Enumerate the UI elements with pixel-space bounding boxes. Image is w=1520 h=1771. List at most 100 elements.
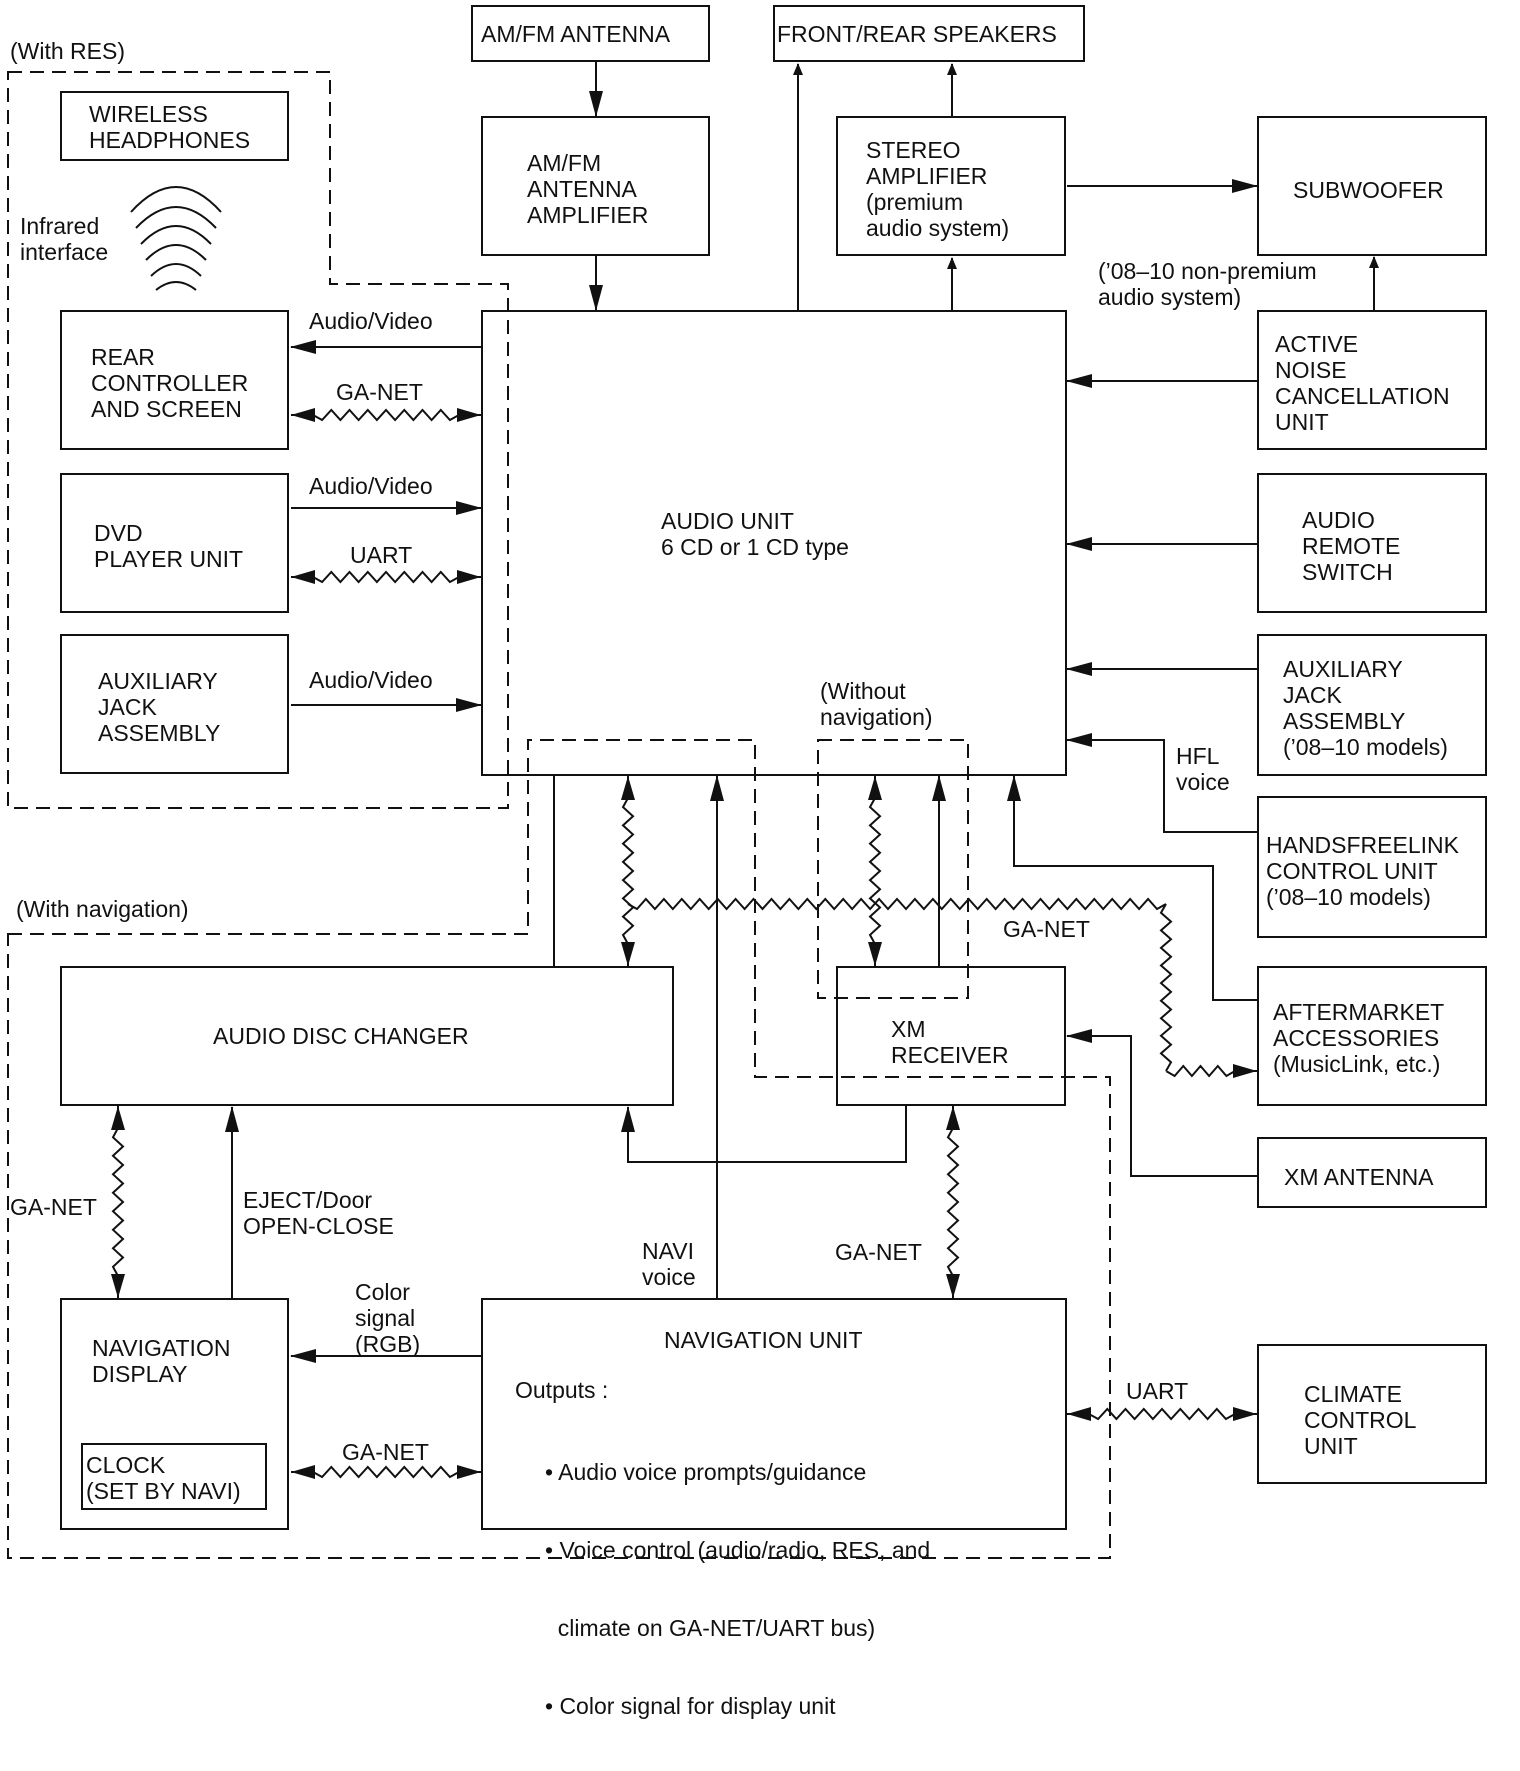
bus-arrowhead [457,1465,481,1479]
bus-arrowhead [1067,1407,1091,1421]
navigation-display-box: NAVIGATION DISPLAY CLOCK (SET BY NAVI) [60,1298,289,1530]
navi-voice-label: NAVI voice [642,1238,696,1290]
subwoofer-box: SUBWOOFER [1257,116,1487,256]
audio-remote-switch-box: AUDIO REMOTE SWITCH [1257,473,1487,613]
bus-arrowhead [946,1274,960,1298]
eject-door-label: EJECT/Door OPEN-CLOSE [243,1187,394,1239]
bus-arrowhead [868,942,882,966]
bus-arrowhead [621,942,635,966]
ganet-main-bus [627,897,1257,1078]
uart-climate-bus [1067,1407,1257,1421]
dvd-player-label: DVD PLAYER UNIT [94,520,244,572]
ganet-xm-label: GA-NET [835,1239,922,1265]
xm-receiver-label: XM RECEIVER [891,1016,1009,1068]
audio-video-dvd-label: Audio/Video [309,473,433,499]
am-fm-antenna-box: AM/FM ANTENNA [471,5,710,62]
bus-arrowhead [621,776,635,800]
navigation-output-item: climate on GA-NET/UART bus) [545,1615,876,1641]
front-rear-speakers-box: FRONT/REAR SPEAKERS [773,5,1085,62]
audio-disc-changer-box: AUDIO DISC CHANGER [60,966,674,1106]
aux-jack-left-box: AUXILIARY JACK ASSEMBLY [60,634,289,774]
bus-arrowhead [946,1106,960,1130]
active-noise-cancellation-box: ACTIVE NOISE CANCELLATION UNIT [1257,310,1487,450]
am-fm-antenna-amplifier-box: AM/FM ANTENNA AMPLIFIER [481,116,710,256]
wireless-headphones-label: WIRELESS HEADPHONES [89,101,251,153]
audio-disc-changer-label: AUDIO DISC CHANGER [213,1023,469,1049]
ganet-changer-display-bus [111,1106,125,1298]
navigation-output-item: • Audio voice prompts/guidance [545,1459,867,1485]
ganet-rear-label: GA-NET [336,379,423,405]
xm-antenna-label: XM ANTENNA [1284,1164,1434,1190]
bus-arrowhead [1233,1407,1257,1421]
aftermarket-accessories-box: AFTERMARKET ACCESSORIES (MusicLink, etc.… [1257,966,1487,1106]
bus-arrowhead [111,1274,125,1298]
ganet-changer-label: GA-NET [10,1194,97,1220]
handsfreelink-label: HANDSFREELINK CONTROL UNIT (’08–10 model… [1266,832,1459,910]
navigation-output-item: • Color signal for display unit [545,1693,836,1719]
uart-dvd-label: UART [350,542,413,568]
ganet-changer-to-audio-bus [621,776,635,966]
handsfreelink-box: HANDSFREELINK CONTROL UNIT (’08–10 model… [1257,796,1487,938]
navigation-unit-box: NAVIGATION UNIT Outputs : • Audio voice … [481,1298,1067,1719]
audio-unit-label: AUDIO UNIT 6 CD or 1 CD type [661,508,849,560]
navigation-unit-outputs-heading: Outputs : [515,1377,609,1403]
navigation-unit-outputs-list: • Audio voice prompts/guidance • Voice c… [545,1407,930,1771]
wireless-headphones-box: WIRELESS HEADPHONES [60,91,289,161]
bus-arrowhead [291,570,315,584]
color-signal-label: Color signal (RGB) [355,1279,421,1357]
ganet-xm-to-audio-bus [868,776,882,966]
aux-jack-left-label: AUXILIARY JACK ASSEMBLY [98,668,221,746]
infrared-interface-label: Infrared interface [20,213,109,265]
bus-arrowhead [291,408,315,422]
uart-dvd-bus [291,570,481,584]
ganet-rear-bus [291,408,481,422]
am-fm-antenna-amplifier-label: AM/FM ANTENNA AMPLIFIER [527,150,649,228]
navigation-output-item: • Voice control (audio/radio, RES, and [545,1537,931,1563]
xm-receiver-box: XM RECEIVER [836,966,1066,1106]
ganet-display-navi-bus [291,1465,481,1479]
bus-arrowhead [457,408,481,422]
hfl-voice-label: HFL voice [1176,743,1230,795]
audio-video-rear-label: Audio/Video [309,308,433,334]
ganet-bus-label: GA-NET [1003,916,1090,942]
wiring-diagram [7,62,1379,1559]
navigation-display-label: NAVIGATION DISPLAY [92,1335,231,1387]
audio-video-aux-label: Audio/Video [309,667,433,693]
with-res-label: (With RES) [10,38,125,64]
audio-remote-switch-label: AUDIO REMOTE SWITCH [1302,507,1401,585]
subwoofer-label: SUBWOOFER [1293,177,1444,203]
navigation-region-outline [7,739,1111,1559]
dvd-player-box: DVD PLAYER UNIT [60,473,289,613]
aux-jack-right-label: AUXILIARY JACK ASSEMBLY (’08–10 models) [1283,656,1448,760]
clock-label: CLOCK (SET BY NAVI) [86,1452,241,1504]
ganet-display-label: GA-NET [342,1439,429,1465]
rear-controller-box: REAR CONTROLLER AND SCREEN [60,310,289,450]
active-noise-cancellation-label: ACTIVE NOISE CANCELLATION UNIT [1275,331,1450,435]
front-rear-speakers-label: FRONT/REAR SPEAKERS [777,21,1057,47]
xm-antenna-box: XM ANTENNA [1257,1137,1487,1208]
without-navigation-region-outline [817,739,969,999]
without-navigation-label: (Without navigation) [820,678,933,730]
res-region-outline [7,71,509,809]
aftermarket-accessories-label: AFTERMARKET ACCESSORIES (MusicLink, etc.… [1273,999,1445,1077]
uart-climate-label: UART [1126,1378,1189,1404]
clock-box: CLOCK (SET BY NAVI) [81,1443,267,1510]
rear-controller-label: REAR CONTROLLER AND SCREEN [91,344,249,422]
audio-unit-box: AUDIO UNIT 6 CD or 1 CD type [481,310,1067,776]
non-premium-audio-label: (’08–10 non-premium audio system) [1098,258,1317,310]
navigation-unit-title: NAVIGATION UNIT [664,1327,863,1353]
bus-arrowhead [457,570,481,584]
am-fm-antenna-label: AM/FM ANTENNA [481,21,671,47]
bus-arrowhead [111,1106,125,1130]
stereo-amplifier-label: STEREO AMPLIFIER (premium audio system) [866,137,1010,241]
stereo-amplifier-box: STEREO AMPLIFIER (premium audio system) [836,116,1066,256]
with-navigation-label: (With navigation) [16,896,189,922]
bus-arrowhead [868,776,882,800]
aux-jack-right-box: AUXILIARY JACK ASSEMBLY (’08–10 models) [1257,634,1487,776]
ganet-xm-navi-bus [946,1106,960,1298]
climate-control-box: CLIMATE CONTROL UNIT [1257,1344,1487,1484]
bus-arrowhead [1233,1064,1257,1078]
infrared-waves [130,186,222,291]
bus-arrowhead [291,1465,315,1479]
climate-control-label: CLIMATE CONTROL UNIT [1304,1381,1417,1459]
